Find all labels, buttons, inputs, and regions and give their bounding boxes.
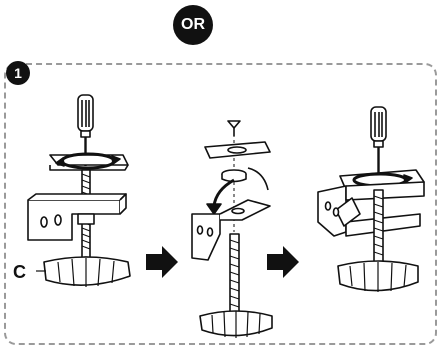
part-label-c: C	[13, 262, 26, 282]
clamp-knob	[43, 256, 131, 287]
rotate-arrow-icon	[49, 152, 129, 171]
clamp-bracket	[27, 193, 127, 241]
arrow-right-icon	[267, 246, 299, 278]
step-number-badge: 1	[6, 61, 30, 85]
left-assembly	[27, 94, 131, 287]
arrow-right-icon	[146, 246, 178, 278]
screwdriver-icon	[370, 106, 387, 182]
middle-assembly	[191, 120, 273, 338]
right-assembly	[317, 106, 425, 292]
screwdriver-icon	[77, 94, 94, 166]
step-frame	[4, 63, 437, 345]
screw-icon	[227, 120, 241, 136]
or-badge: OR	[173, 5, 213, 45]
